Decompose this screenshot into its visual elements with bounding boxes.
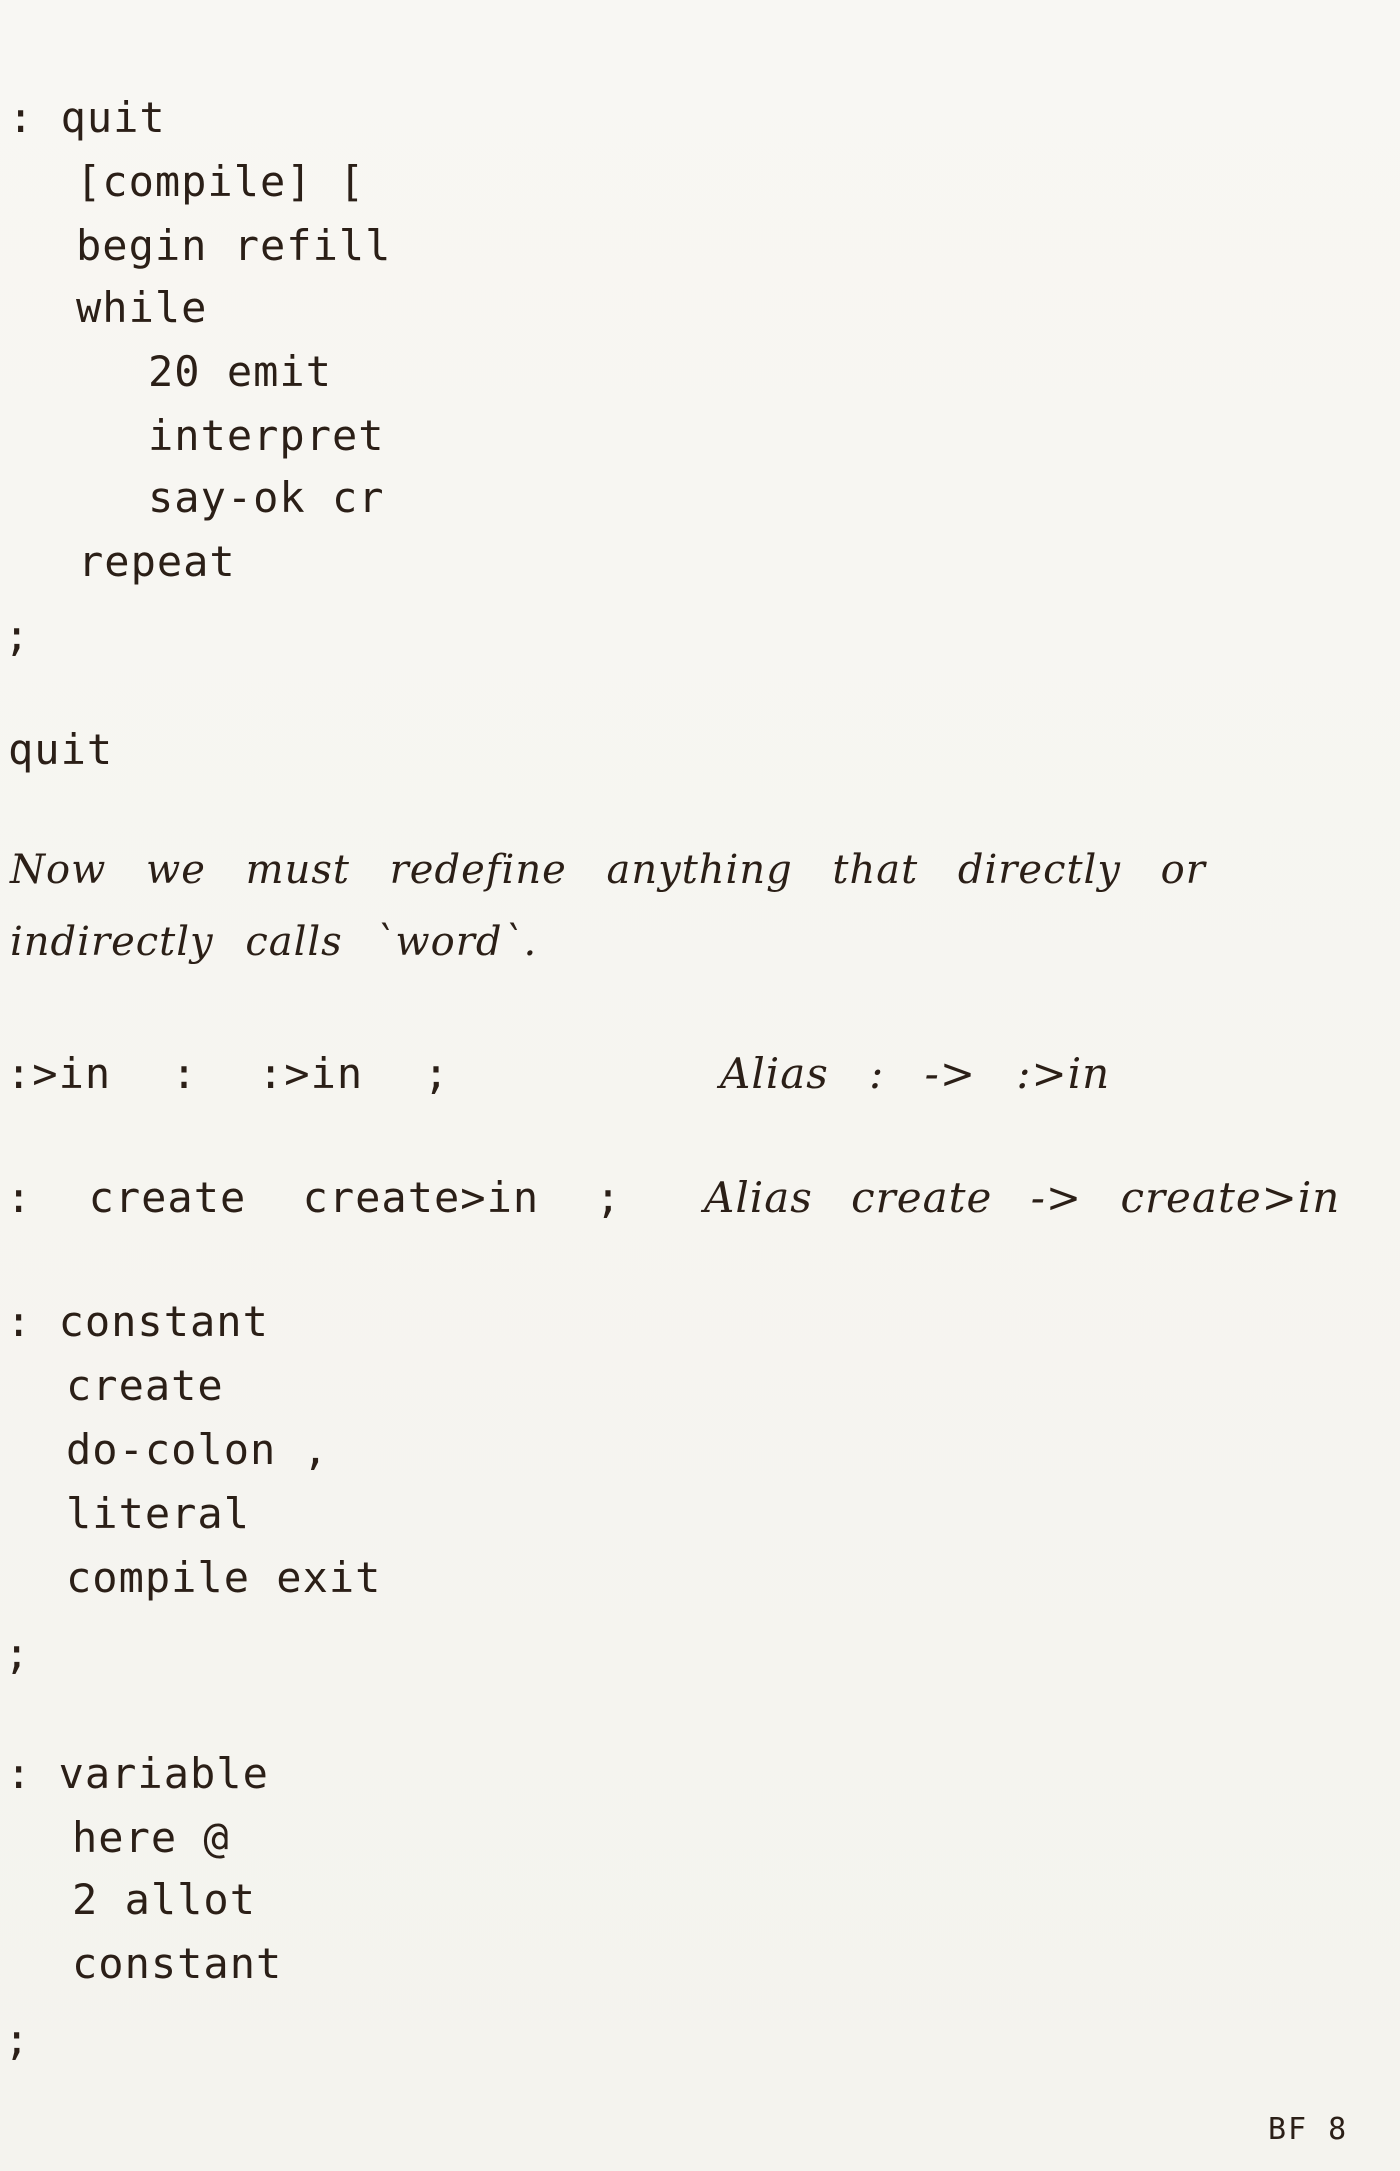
code-line-repeat: repeat (78, 537, 236, 586)
code-line-semicolon-2: ; (4, 1629, 31, 1678)
code-line-constant: constant (72, 1939, 283, 1988)
code-line-semicolon-3: ; (4, 2015, 31, 2064)
code-line-in-definition: :>in : :>in ; (6, 1049, 450, 1098)
page-number: BF 8 (1268, 2112, 1349, 2147)
alias-note-in: Alias : -> :>in (720, 1049, 1111, 1098)
code-line-here: here @ (72, 1813, 230, 1862)
code-line-create: create (66, 1361, 224, 1410)
code-line-quit-call: quit (8, 725, 114, 774)
prose-line-1: Now we must redefine anything that direc… (10, 847, 1206, 893)
alias-note-create: Alias create -> create>in (704, 1173, 1341, 1222)
code-line-semicolon-1: ; (4, 611, 31, 660)
code-line-do-colon: do-colon , (66, 1425, 329, 1474)
code-line-emit: 20 emit (148, 347, 333, 396)
code-line-say-ok: say-ok cr (148, 473, 385, 522)
code-line-create-definition: : create create>in ; (6, 1173, 622, 1222)
code-line-quit-definition: : quit (8, 93, 166, 142)
code-line-begin-refill: begin refill (76, 221, 392, 270)
code-line-variable-definition: : variable (6, 1749, 269, 1798)
code-line-compile-exit: compile exit (66, 1553, 382, 1602)
code-line-allot: 2 allot (72, 1875, 257, 1924)
code-line-constant-definition: : constant (6, 1297, 269, 1346)
code-line-while: while (76, 283, 208, 332)
code-line-interpret: interpret (148, 411, 385, 460)
code-line-compile: [compile] [ (76, 157, 366, 206)
prose-line-2: indirectly calls `word`. (10, 919, 538, 965)
code-line-literal: literal (66, 1489, 251, 1538)
